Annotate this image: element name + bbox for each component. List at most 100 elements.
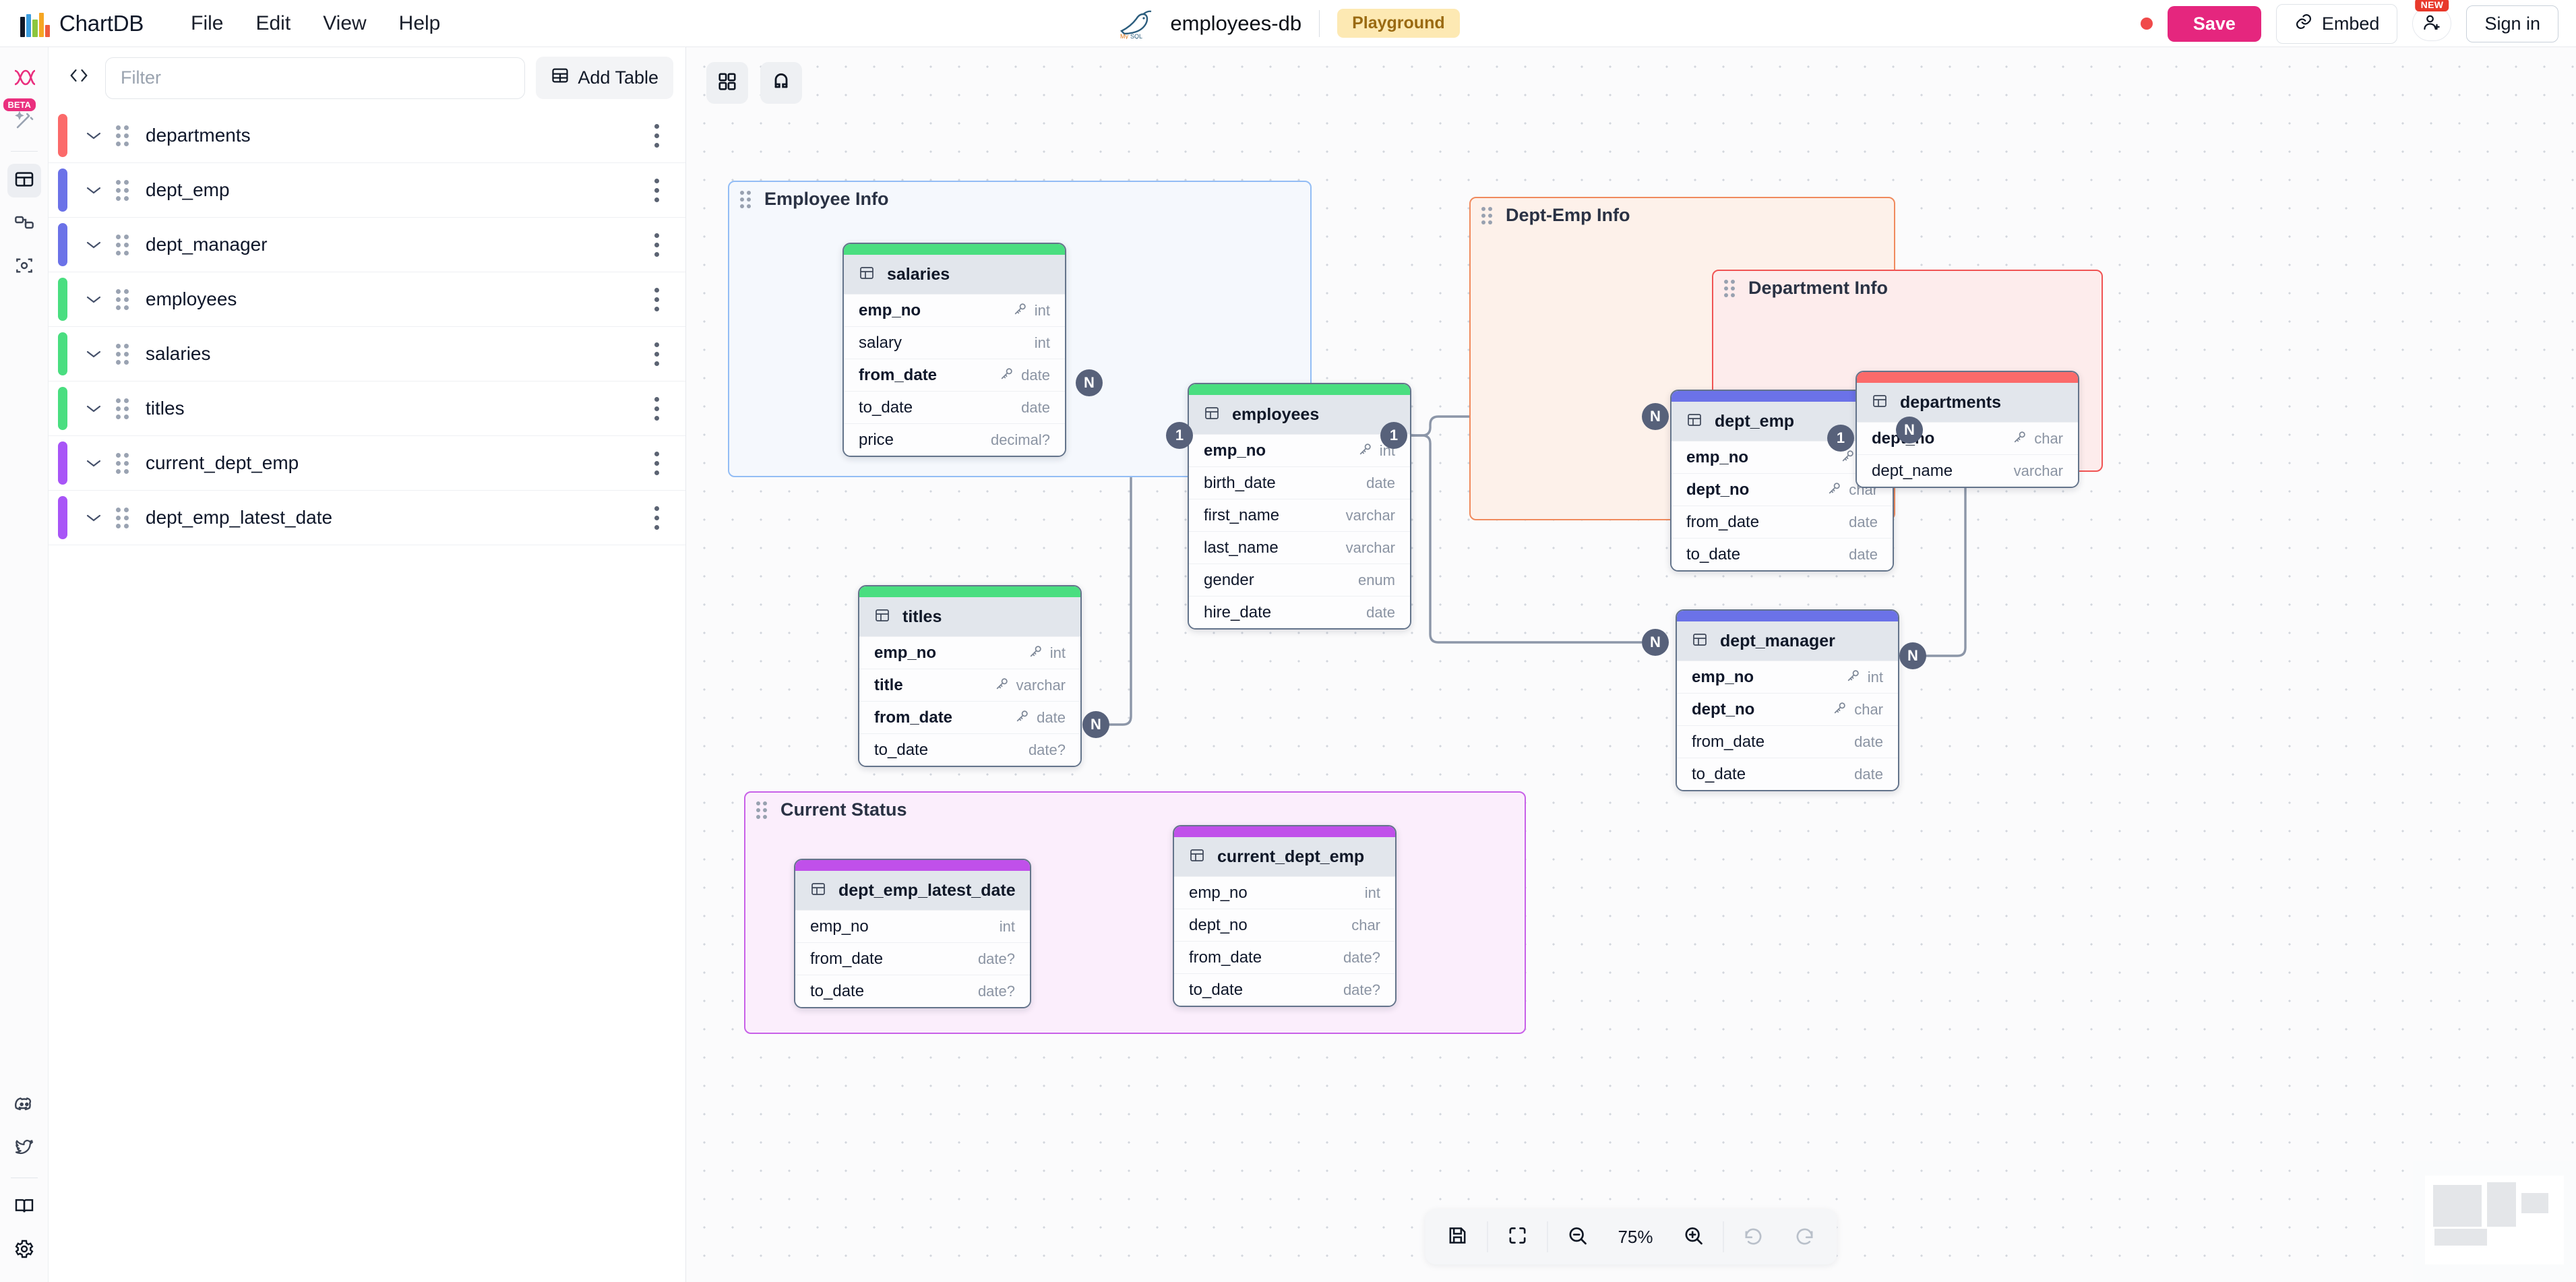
table-options-icon[interactable] [653, 230, 660, 260]
zoom-out-button[interactable] [1552, 1216, 1603, 1258]
filter-input[interactable] [105, 57, 526, 99]
sign-in-button[interactable]: Sign in [2466, 5, 2558, 42]
menu-view[interactable]: View [323, 11, 367, 34]
sidebar-table-current_dept_emp[interactable]: current_dept_emp [49, 436, 685, 491]
table-header[interactable]: titles [859, 597, 1080, 636]
code-brackets-icon[interactable] [63, 64, 94, 92]
chevron-down-icon[interactable] [82, 185, 105, 195]
table-options-icon[interactable] [653, 284, 660, 314]
table-header[interactable]: current_dept_emp [1174, 837, 1395, 876]
zoom-in-button[interactable] [1668, 1216, 1719, 1258]
drag-handle-icon[interactable] [756, 800, 771, 820]
settings-button[interactable] [7, 1233, 41, 1267]
magic-ai-button[interactable]: BETA [3, 98, 41, 139]
table-options-icon[interactable] [653, 448, 660, 478]
chevron-down-icon[interactable] [82, 348, 105, 359]
table-options-icon[interactable] [653, 121, 660, 150]
discord-button[interactable] [7, 1089, 41, 1122]
sidebar-table-dept_emp_latest_date[interactable]: dept_emp_latest_date [49, 491, 685, 545]
chevron-down-icon[interactable] [82, 130, 105, 141]
redo-button[interactable] [1779, 1216, 1831, 1258]
zoom-level[interactable]: 75% [1618, 1226, 1653, 1247]
chevron-down-icon[interactable] [82, 294, 105, 305]
sidebar-table-dept_manager[interactable]: dept_manager [49, 218, 685, 272]
menu-edit[interactable]: Edit [255, 11, 291, 34]
chevron-down-icon[interactable] [82, 403, 105, 414]
snap-to-grid-button[interactable] [760, 62, 802, 104]
table-header[interactable]: employees [1189, 395, 1410, 434]
sidebar-table-titles[interactable]: titles [49, 381, 685, 436]
add-table-button[interactable]: Add Table [536, 57, 673, 99]
sidebar-table-departments[interactable]: departments [49, 109, 685, 163]
table-header[interactable]: dept_emp_latest_date [795, 871, 1030, 910]
drag-handle-icon[interactable] [113, 179, 131, 202]
drag-handle-icon[interactable] [1481, 206, 1496, 226]
drag-handle-icon[interactable] [113, 397, 131, 420]
table-options-icon[interactable] [653, 394, 660, 423]
logo-button[interactable] [7, 62, 41, 96]
sidebar-table-salaries[interactable]: salaries [49, 327, 685, 381]
toggle-grid-button[interactable] [706, 62, 748, 104]
save-button[interactable]: Save [2167, 5, 2261, 42]
drag-handle-icon[interactable] [113, 124, 131, 147]
sidebar-table-employees[interactable]: employees [49, 272, 685, 327]
playground-badge[interactable]: Playground [1337, 9, 1460, 38]
table-options-icon[interactable] [653, 339, 660, 369]
drag-handle-icon[interactable] [113, 288, 131, 311]
table-header[interactable]: dept_manager [1677, 621, 1898, 661]
areas-button[interactable] [7, 250, 41, 284]
menu-help[interactable]: Help [398, 11, 441, 34]
twitter-button[interactable] [7, 1132, 41, 1165]
tables-button[interactable] [7, 164, 41, 197]
docs-button[interactable] [7, 1190, 41, 1224]
relationships-button[interactable] [7, 207, 41, 241]
drag-handle-icon[interactable] [113, 506, 131, 529]
embed-button[interactable]: Embed [2275, 3, 2398, 44]
drag-handle-icon[interactable] [740, 189, 755, 210]
drag-handle-icon[interactable] [1724, 278, 1739, 299]
table-options-icon[interactable] [653, 175, 660, 205]
minimap[interactable] [2413, 1161, 2576, 1282]
menu-file[interactable]: File [191, 11, 224, 34]
chevron-down-icon[interactable] [82, 239, 105, 250]
table-node-dept_emp[interactable]: dept_empemp_nointdept_nocharfrom_datedat… [1670, 390, 1894, 572]
drag-handle-icon[interactable] [113, 452, 131, 475]
chevron-down-icon[interactable] [82, 512, 105, 523]
fit-to-screen-button[interactable] [1492, 1216, 1543, 1258]
table-options-icon[interactable] [653, 503, 660, 532]
drag-handle-icon[interactable] [113, 342, 131, 365]
sidebar-table-dept_emp[interactable]: dept_emp [49, 163, 685, 218]
table-header[interactable]: salaries [844, 255, 1065, 294]
